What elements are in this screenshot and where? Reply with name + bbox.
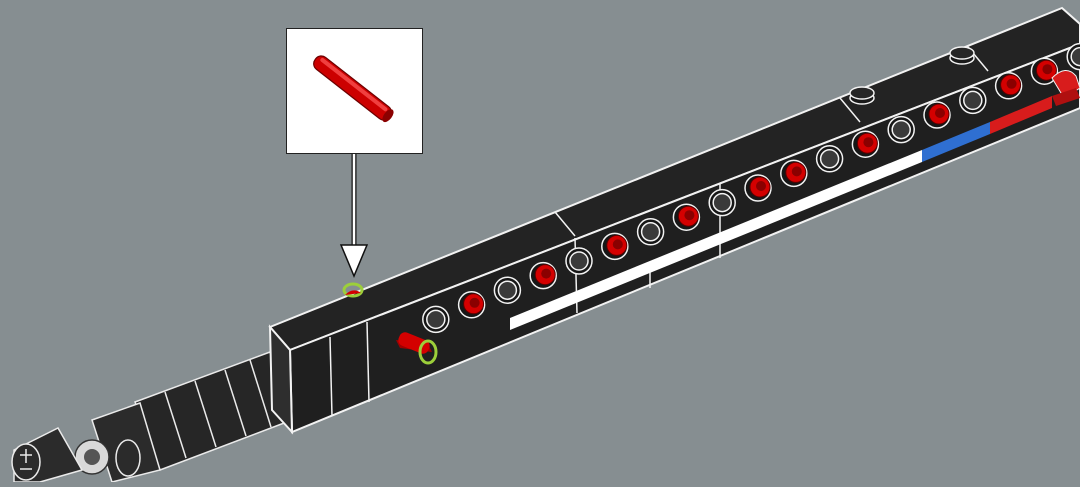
red-pin-core (756, 181, 766, 191)
red-pin-core (935, 108, 945, 118)
grip-assembly (12, 352, 292, 482)
open-hole-inner (964, 91, 982, 109)
red-pin-core (684, 210, 694, 220)
open-hole-inner (498, 281, 516, 299)
red-pin-core (863, 137, 873, 147)
red-pin-core (792, 166, 802, 176)
open-hole-inner (821, 150, 839, 168)
red-pin-core (1007, 79, 1017, 89)
red-pin-core (541, 269, 551, 279)
open-hole-inner (570, 252, 588, 270)
open-hole-inner (427, 310, 445, 328)
open-hole-inner (892, 121, 910, 139)
stud-icon (950, 47, 974, 64)
open-hole-inner (713, 194, 731, 212)
open-hole-inner (642, 223, 660, 241)
red-pin-core (470, 298, 480, 308)
red-pin-core (613, 239, 623, 249)
callout-arrow (341, 154, 367, 276)
part-callout-box (286, 28, 423, 154)
red-axle-icon (287, 29, 424, 155)
red-pin-core (1042, 64, 1052, 74)
stud-icon (850, 87, 874, 104)
